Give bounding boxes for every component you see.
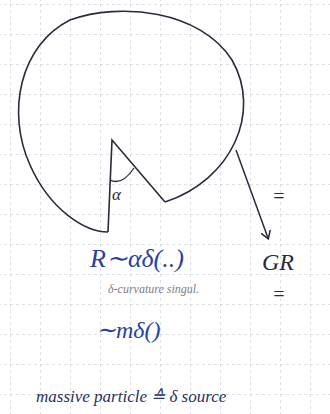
deficit-wedge bbox=[108, 140, 165, 232]
angle-label: α bbox=[112, 186, 121, 203]
formula: ∼mδ() bbox=[96, 318, 160, 342]
formula: R∼αδ(..) bbox=[90, 246, 184, 272]
note: δ-curvature singul. bbox=[108, 283, 199, 295]
cone-outline bbox=[19, 11, 244, 232]
gr-label: GR bbox=[262, 250, 294, 274]
equals-mark: = bbox=[272, 186, 286, 206]
equals-mark: = bbox=[272, 284, 286, 304]
arrow bbox=[236, 150, 268, 238]
angle-arc bbox=[110, 168, 134, 182]
note: massive particle ≙ δ source bbox=[36, 388, 226, 405]
